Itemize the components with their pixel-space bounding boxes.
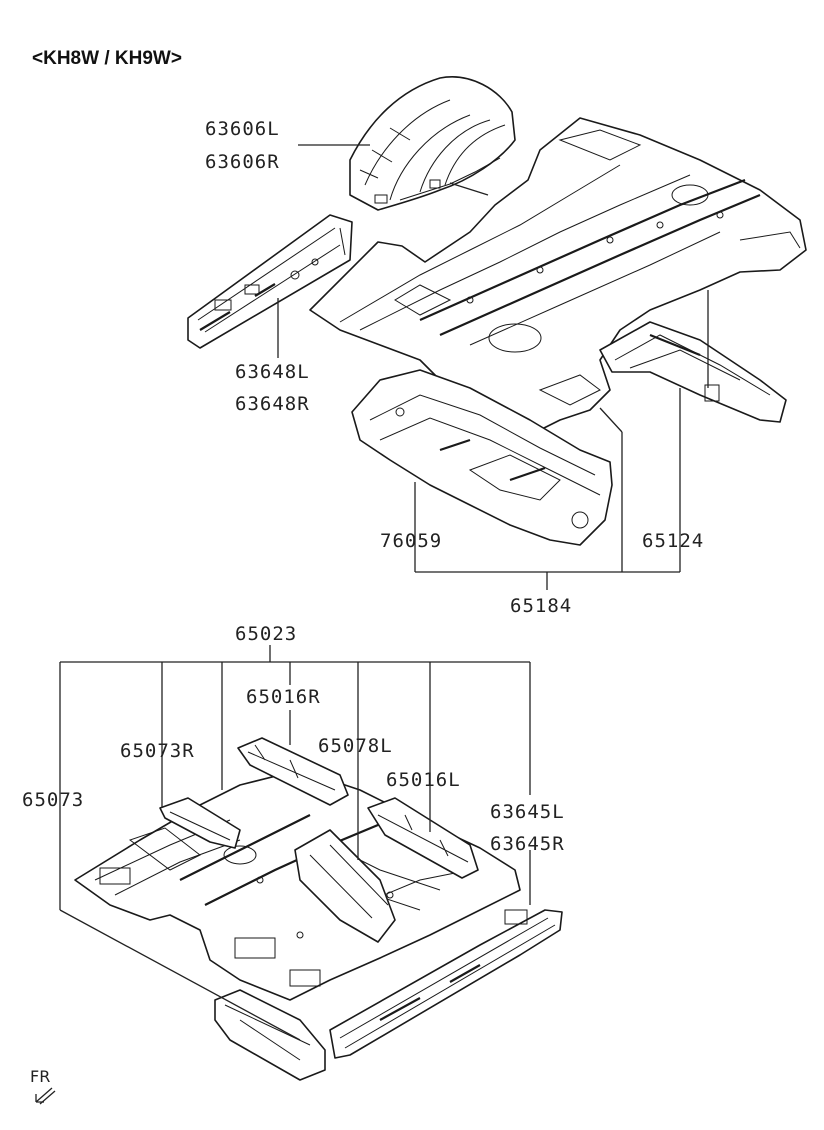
label-63606R: 63606R (205, 151, 280, 173)
label-65184: 65184 (510, 595, 572, 617)
label-63606L: 63606L (205, 118, 280, 140)
label-65016R: 65016R (246, 686, 321, 708)
part-cross-member-65124[interactable] (599, 321, 787, 423)
label-65016L: 65016L (386, 769, 461, 791)
orientation-label: FR (30, 1067, 50, 1086)
label-63645L: 63645L (490, 801, 565, 823)
label-65078L: 65078L (318, 735, 393, 757)
label-65073R: 65073R (120, 740, 195, 762)
label-63648L: 63648L (235, 361, 310, 383)
upper-leader-lines (277, 144, 709, 590)
part-member-65073R[interactable] (159, 797, 241, 849)
part-member-65016L[interactable] (367, 797, 479, 879)
label-65124: 65124 (642, 530, 704, 552)
label-65023: 65023 (235, 623, 297, 645)
diagram-title: <KH8W / KH9W> (32, 48, 182, 69)
label-76059: 76059 (380, 530, 442, 552)
front-direction-arrow-icon (35, 1087, 56, 1105)
part-side-member-63648[interactable] (187, 214, 353, 349)
part-member-65016R[interactable] (237, 737, 349, 806)
part-heat-protector-76059[interactable] (351, 369, 613, 546)
label-63648R: 63648R (235, 393, 310, 415)
lower-leader-lines (59, 645, 531, 1041)
part-side-sill-63645L[interactable] (329, 909, 563, 1059)
label-65073: 65073 (22, 789, 84, 811)
part-member-65078L[interactable] (294, 829, 396, 943)
label-63645R: 63645R (490, 833, 565, 855)
part-wheelhouse-63606[interactable] (349, 76, 516, 211)
